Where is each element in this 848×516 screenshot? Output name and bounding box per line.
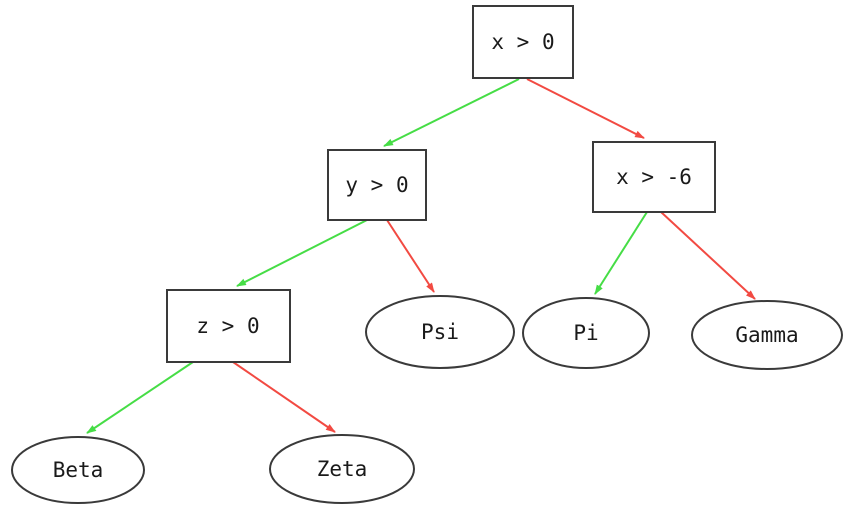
node-leaf-pi: Pi: [522, 297, 650, 369]
node-z-label: z > 0: [196, 314, 259, 338]
node-z-box: [166, 289, 291, 363]
node-root-condition: x > 0: [472, 5, 574, 79]
node-leaf-psi: Psi: [365, 295, 515, 369]
node-zeta-label: Zeta: [317, 457, 368, 481]
node-beta-ellipse: [11, 436, 145, 504]
edge-z-to-zeta-false: [232, 361, 336, 433]
node-y-condition: y > 0: [327, 149, 427, 221]
node-leaf-beta: Beta: [11, 436, 145, 504]
node-z-condition: z > 0: [166, 289, 291, 363]
node-root-box: [472, 5, 574, 79]
edge-z-to-beta-true: [86, 361, 194, 434]
node-root-label: x > 0: [491, 30, 554, 54]
edge-xneg6-to-gamma-false: [660, 211, 756, 300]
edge-root-to-y-true: [383, 78, 520, 147]
node-psi-ellipse: [365, 295, 515, 369]
node-y-label: y > 0: [345, 173, 408, 197]
node-pi-label: Pi: [573, 321, 598, 345]
node-xneg6-box: [592, 141, 716, 213]
node-xneg6-label: x > -6: [616, 165, 692, 189]
node-leaf-zeta: Zeta: [269, 434, 415, 504]
node-gamma-label: Gamma: [735, 323, 798, 347]
edge-root-to-xneg6-false: [526, 78, 645, 139]
edge-y-to-z-true: [236, 219, 368, 287]
node-leaf-gamma: Gamma: [691, 300, 843, 370]
node-gamma-ellipse: [691, 300, 843, 370]
edge-xneg6-to-pi-true: [594, 211, 648, 295]
edge-y-to-psi-false: [386, 219, 435, 293]
node-zeta-ellipse: [269, 434, 415, 504]
node-psi-label: Psi: [421, 320, 459, 344]
node-xneg6-condition: x > -6: [592, 141, 716, 213]
node-pi-ellipse: [522, 297, 650, 369]
node-y-box: [327, 149, 427, 221]
node-beta-label: Beta: [53, 458, 104, 482]
